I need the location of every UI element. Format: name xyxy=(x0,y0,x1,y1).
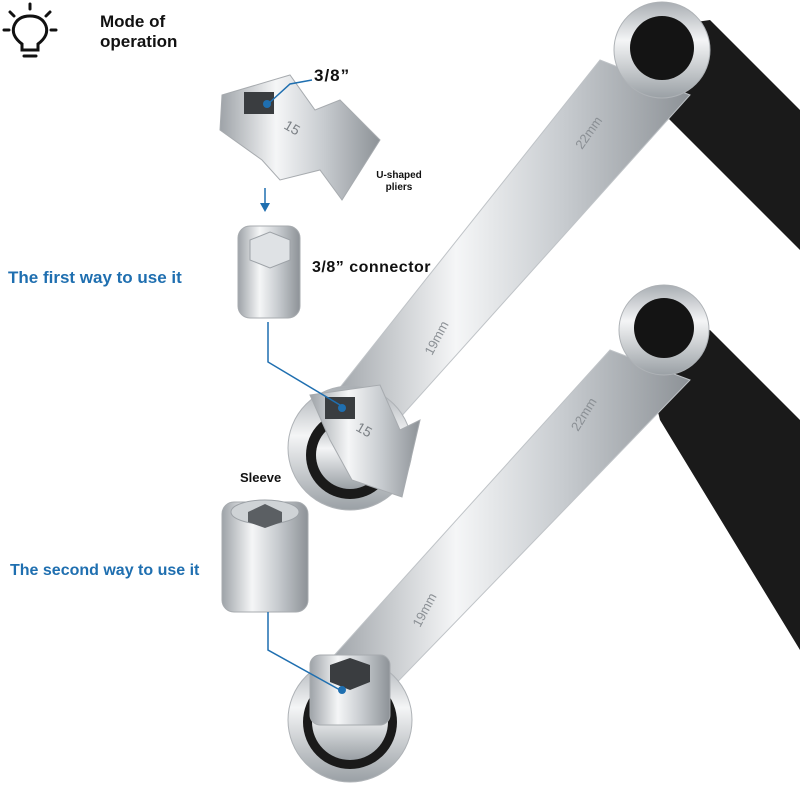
annotation-lines xyxy=(260,79,341,691)
sleeve-part xyxy=(221,499,309,613)
title-line-2: operation xyxy=(100,32,178,51)
lightbulb-icon xyxy=(2,2,58,58)
drive-size-label: 3/8” xyxy=(314,66,351,85)
pliers-size-mark-attached: 15 xyxy=(354,419,376,441)
pliers-label: U-shaped pliers xyxy=(366,170,432,194)
pliers-attached: 15 xyxy=(309,384,421,498)
second-way-label: The second way to use it xyxy=(10,562,200,579)
u-shaped-pliers: 15 xyxy=(219,74,381,201)
sleeve-attached xyxy=(309,654,391,726)
connector-part xyxy=(237,225,301,319)
pliers-label-line-1: U-shaped xyxy=(376,170,422,181)
pliers-size-mark: 15 xyxy=(282,117,304,139)
page-title: Mode of operation xyxy=(100,12,177,52)
title-line-1: Mode of xyxy=(100,12,166,31)
connector-label: 3/8” connector xyxy=(312,259,432,276)
pliers-label-line-2: pliers xyxy=(385,182,413,193)
sleeve-label: Sleeve xyxy=(240,470,282,485)
first-way-label: The first way to use it xyxy=(8,268,182,287)
